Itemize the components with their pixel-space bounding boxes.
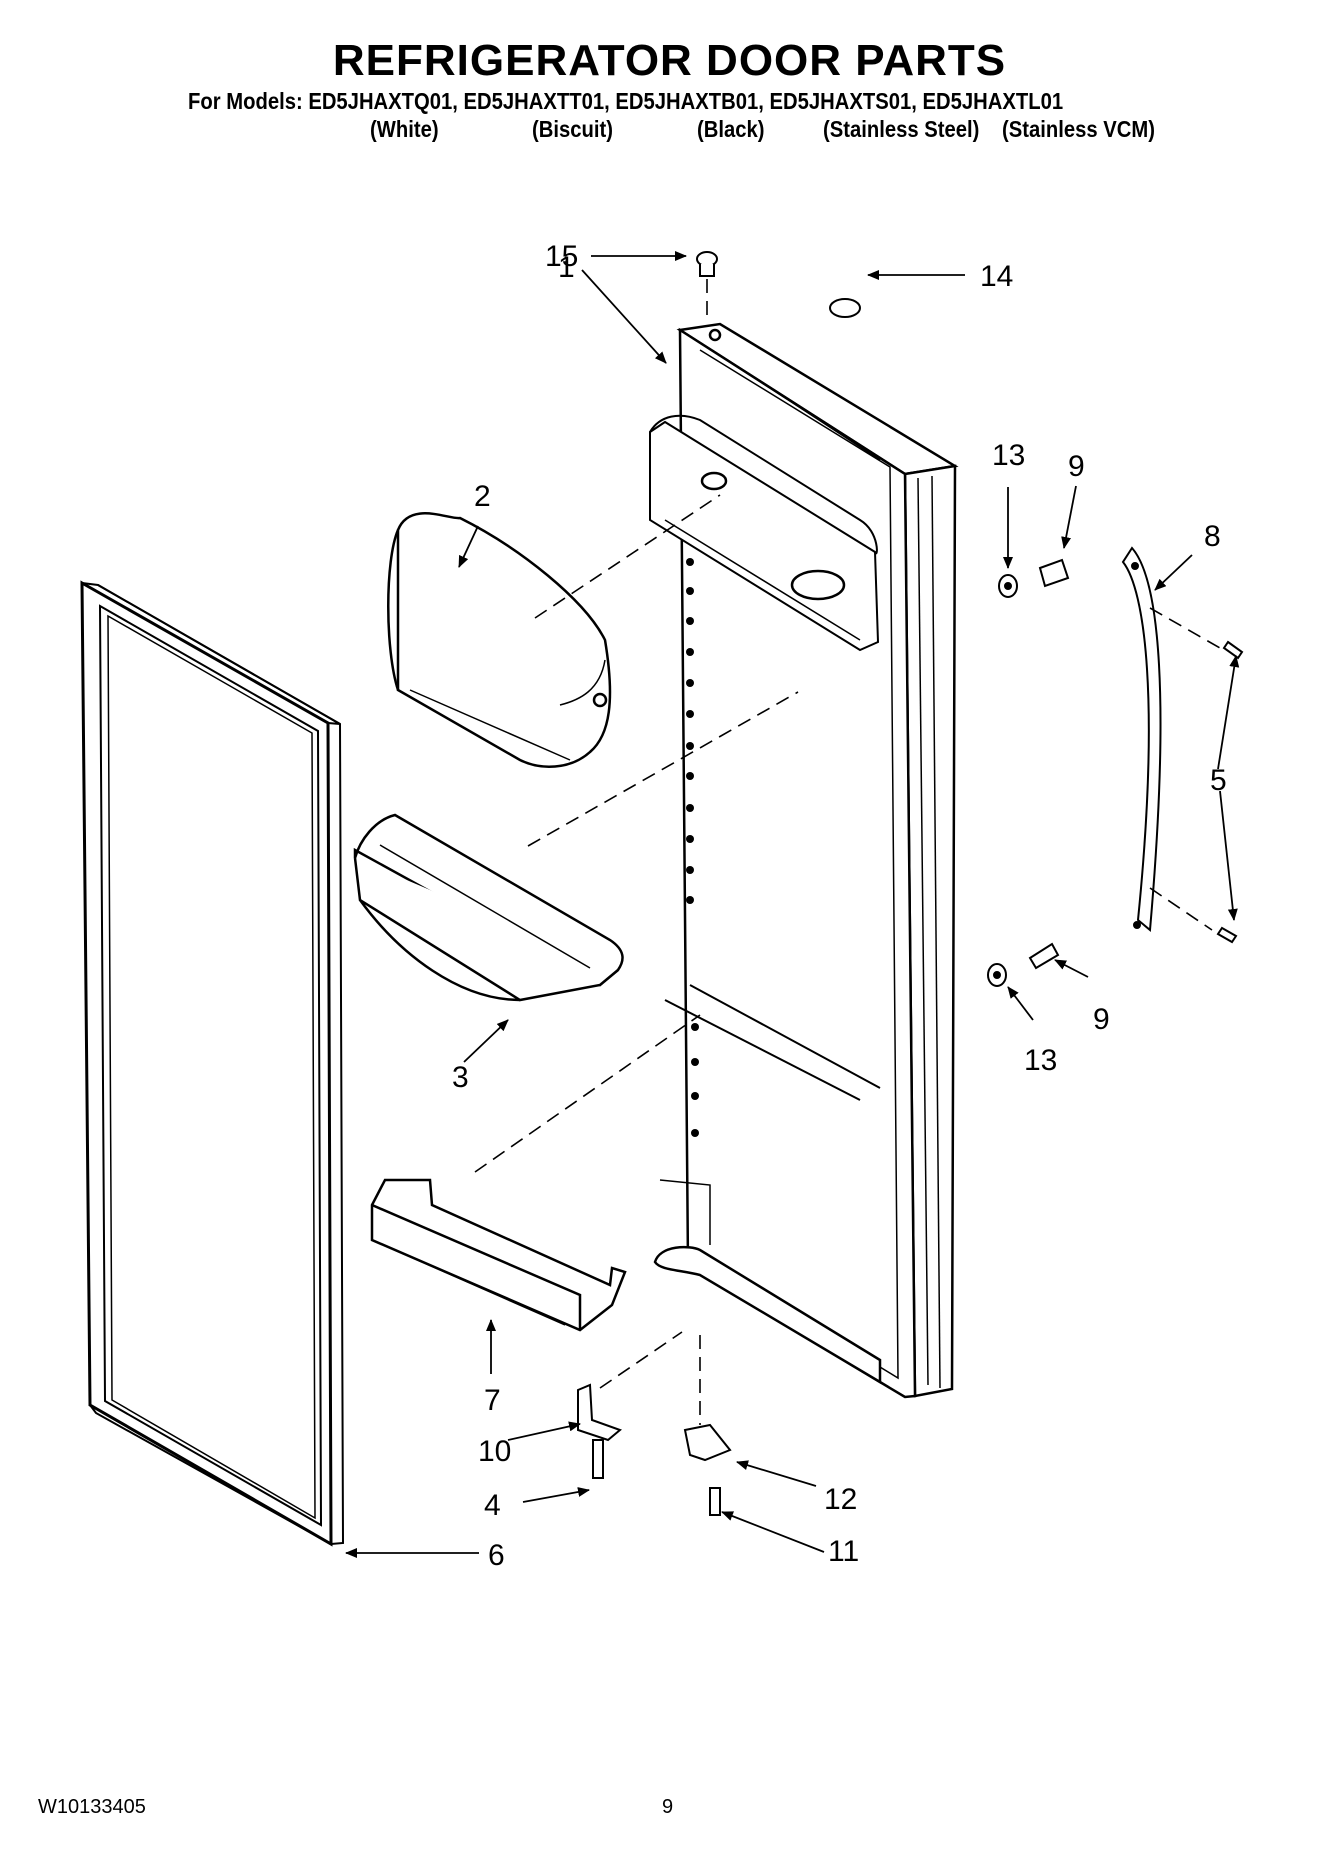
callout-5: 5 — [1210, 764, 1227, 797]
callout-10: 10 — [478, 1435, 511, 1468]
color-label-biscuit: (Biscuit) — [532, 116, 613, 142]
page-number: 9 — [662, 1796, 674, 1818]
callout-4: 4 — [484, 1489, 501, 1522]
page-title: REFRIGERATOR DOOR PARTS — [332, 36, 1007, 85]
callout-3: 3 — [452, 1061, 469, 1094]
color-label-stainless-steel: (Stainless Steel) — [823, 116, 980, 142]
assembly-leader-lines — [474, 279, 1221, 1425]
color-label-white: (White) — [370, 116, 439, 142]
callout-2: 2 — [474, 480, 491, 513]
callout-1: 1 — [558, 251, 575, 284]
callout-8: 8 — [1204, 520, 1221, 553]
callout-13-lower: 13 — [1024, 1044, 1057, 1077]
callout-arrows — [345, 251, 1240, 1558]
callout-11: 11 — [828, 1535, 859, 1568]
callout-9-lower: 9 — [1093, 1003, 1110, 1036]
callout-9-upper: 9 — [1068, 450, 1085, 483]
callout-13-upper: 13 — [992, 439, 1025, 472]
door-liner — [649, 322, 959, 1399]
document-number: W10133405 — [38, 1796, 146, 1818]
liner-shelf-stops — [686, 558, 699, 1137]
door-gasket — [80, 580, 345, 1547]
callout-7: 7 — [484, 1384, 501, 1417]
color-label-stainless-vcm: (Stainless VCM) — [1002, 116, 1155, 142]
callout-14: 14 — [980, 260, 1013, 293]
callout-12: 12 — [824, 1483, 857, 1516]
callout-6: 6 — [488, 1539, 505, 1572]
models-line: For Models: ED5JHAXTQ01, ED5JHAXTT01, ED… — [188, 88, 1064, 114]
callout-labels: 15 1 14 13 9 2 8 5 9 13 3 7 10 4 12 6 11 — [452, 240, 1227, 1572]
color-label-black: (Black) — [697, 116, 765, 142]
door-bin — [353, 813, 624, 1002]
door-shelf — [370, 1178, 627, 1332]
callout-15: 15 — [545, 240, 578, 273]
dairy-door — [387, 512, 612, 768]
hardware-parts — [577, 251, 1244, 1516]
